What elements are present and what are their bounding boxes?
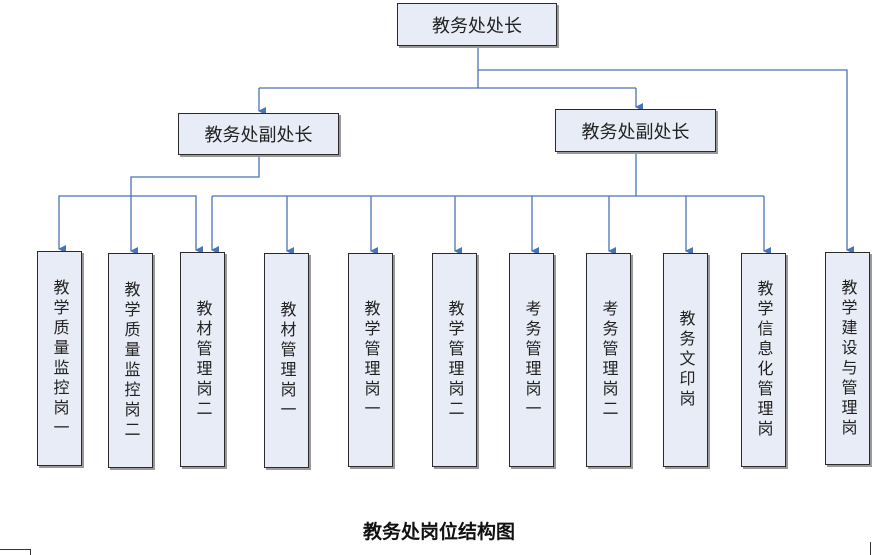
director-box: 教务处处长	[397, 3, 557, 46]
corner-mark-right	[870, 542, 871, 555]
print-post-box: 教务文印岗	[663, 253, 708, 467]
diagram-caption: 教务处岗位结构图	[362, 521, 515, 543]
connector-to-teaching-quality-2	[130, 155, 260, 255]
textbook-post-2-box: 教材管理岗二	[180, 252, 225, 467]
exam-mgmt-post-1-box: 考务管理岗一	[509, 253, 554, 467]
exam-mgmt-post-2-box: 考务管理岗二	[586, 253, 631, 467]
info-mgmt-post-box: 教学信息化管理岗	[741, 253, 786, 467]
teaching-quality-post-1-box: 教学质量监控岗一	[37, 251, 82, 466]
teaching-mgmt-post-1-box: 教学管理岗一	[348, 253, 393, 467]
connector-to-teaching-quality-1	[58, 195, 131, 253]
corner-mark-left	[0, 549, 30, 550]
connector-to-textbook-2-left	[131, 195, 203, 254]
construction-post-box: 教学建设与管理岗	[825, 252, 870, 465]
textbook-post-1-box: 教材管理岗一	[264, 253, 309, 468]
deputy-director-right-box: 教务处副处长	[555, 109, 716, 152]
deputy-director-left-box: 教务处副处长	[178, 113, 339, 155]
connector-to-construction-post	[478, 69, 854, 254]
teaching-quality-post-2-box: 教学质量监控岗二	[108, 253, 153, 468]
corner-mark-left-v	[30, 549, 31, 555]
teaching-mgmt-post-2-box: 教学管理岗二	[432, 253, 477, 467]
